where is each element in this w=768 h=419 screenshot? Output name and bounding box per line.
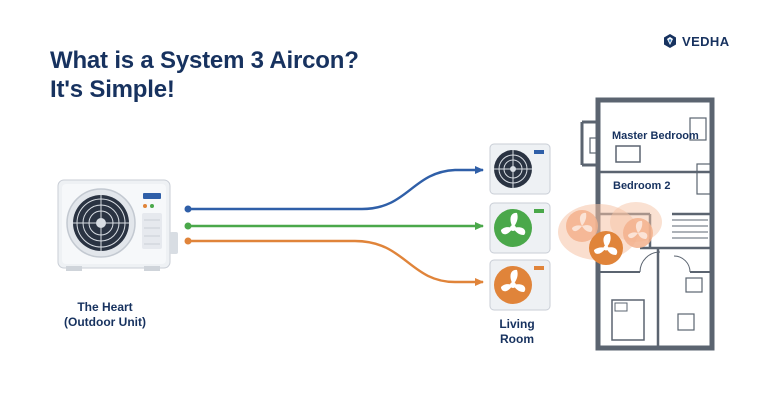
bedroom-2-label: Bedroom 2 [613, 180, 671, 192]
outdoor-unit-label: The Heart (Outdoor Unit) [30, 300, 180, 330]
outdoor-label-line-2: (Outdoor Unit) [64, 315, 146, 329]
outdoor-unit [57, 179, 178, 271]
living-label-line-2: Room [500, 332, 534, 346]
title-line-2: It's Simple! [50, 76, 175, 103]
airflow-fan-icon [566, 210, 598, 242]
airflow-fan-icon [623, 218, 653, 248]
living-label-line-1: Living [499, 317, 535, 331]
title-line-1: What is a System 3 Aircon? [50, 47, 359, 74]
brand-logo: VEDHA [662, 33, 730, 49]
master-bedroom-label: Master Bedroom [612, 130, 699, 142]
living-room-label: Living Room [488, 317, 546, 347]
indoor-fan-icon [494, 266, 532, 304]
outdoor-label-line-1: The Heart [77, 300, 133, 314]
indoor-unit-blue [489, 143, 551, 195]
brand-name: VEDHA [682, 33, 730, 49]
page-title: What is a System 3 Aircon? It's Simple! [50, 46, 359, 104]
indoor-fan-icon [494, 209, 532, 247]
indoor-unit-green [489, 202, 551, 254]
airflow-cluster [558, 202, 662, 265]
vedha-logo-icon [664, 34, 676, 48]
airflow-fan-icon [589, 231, 623, 265]
line-blue [188, 166, 484, 211]
indoor-fan-icon [494, 150, 532, 188]
outdoor-fan-icon [66, 188, 136, 258]
refrigerant-lines [184, 166, 484, 286]
indoor-unit-orange [489, 259, 551, 311]
line-orange [188, 239, 484, 286]
